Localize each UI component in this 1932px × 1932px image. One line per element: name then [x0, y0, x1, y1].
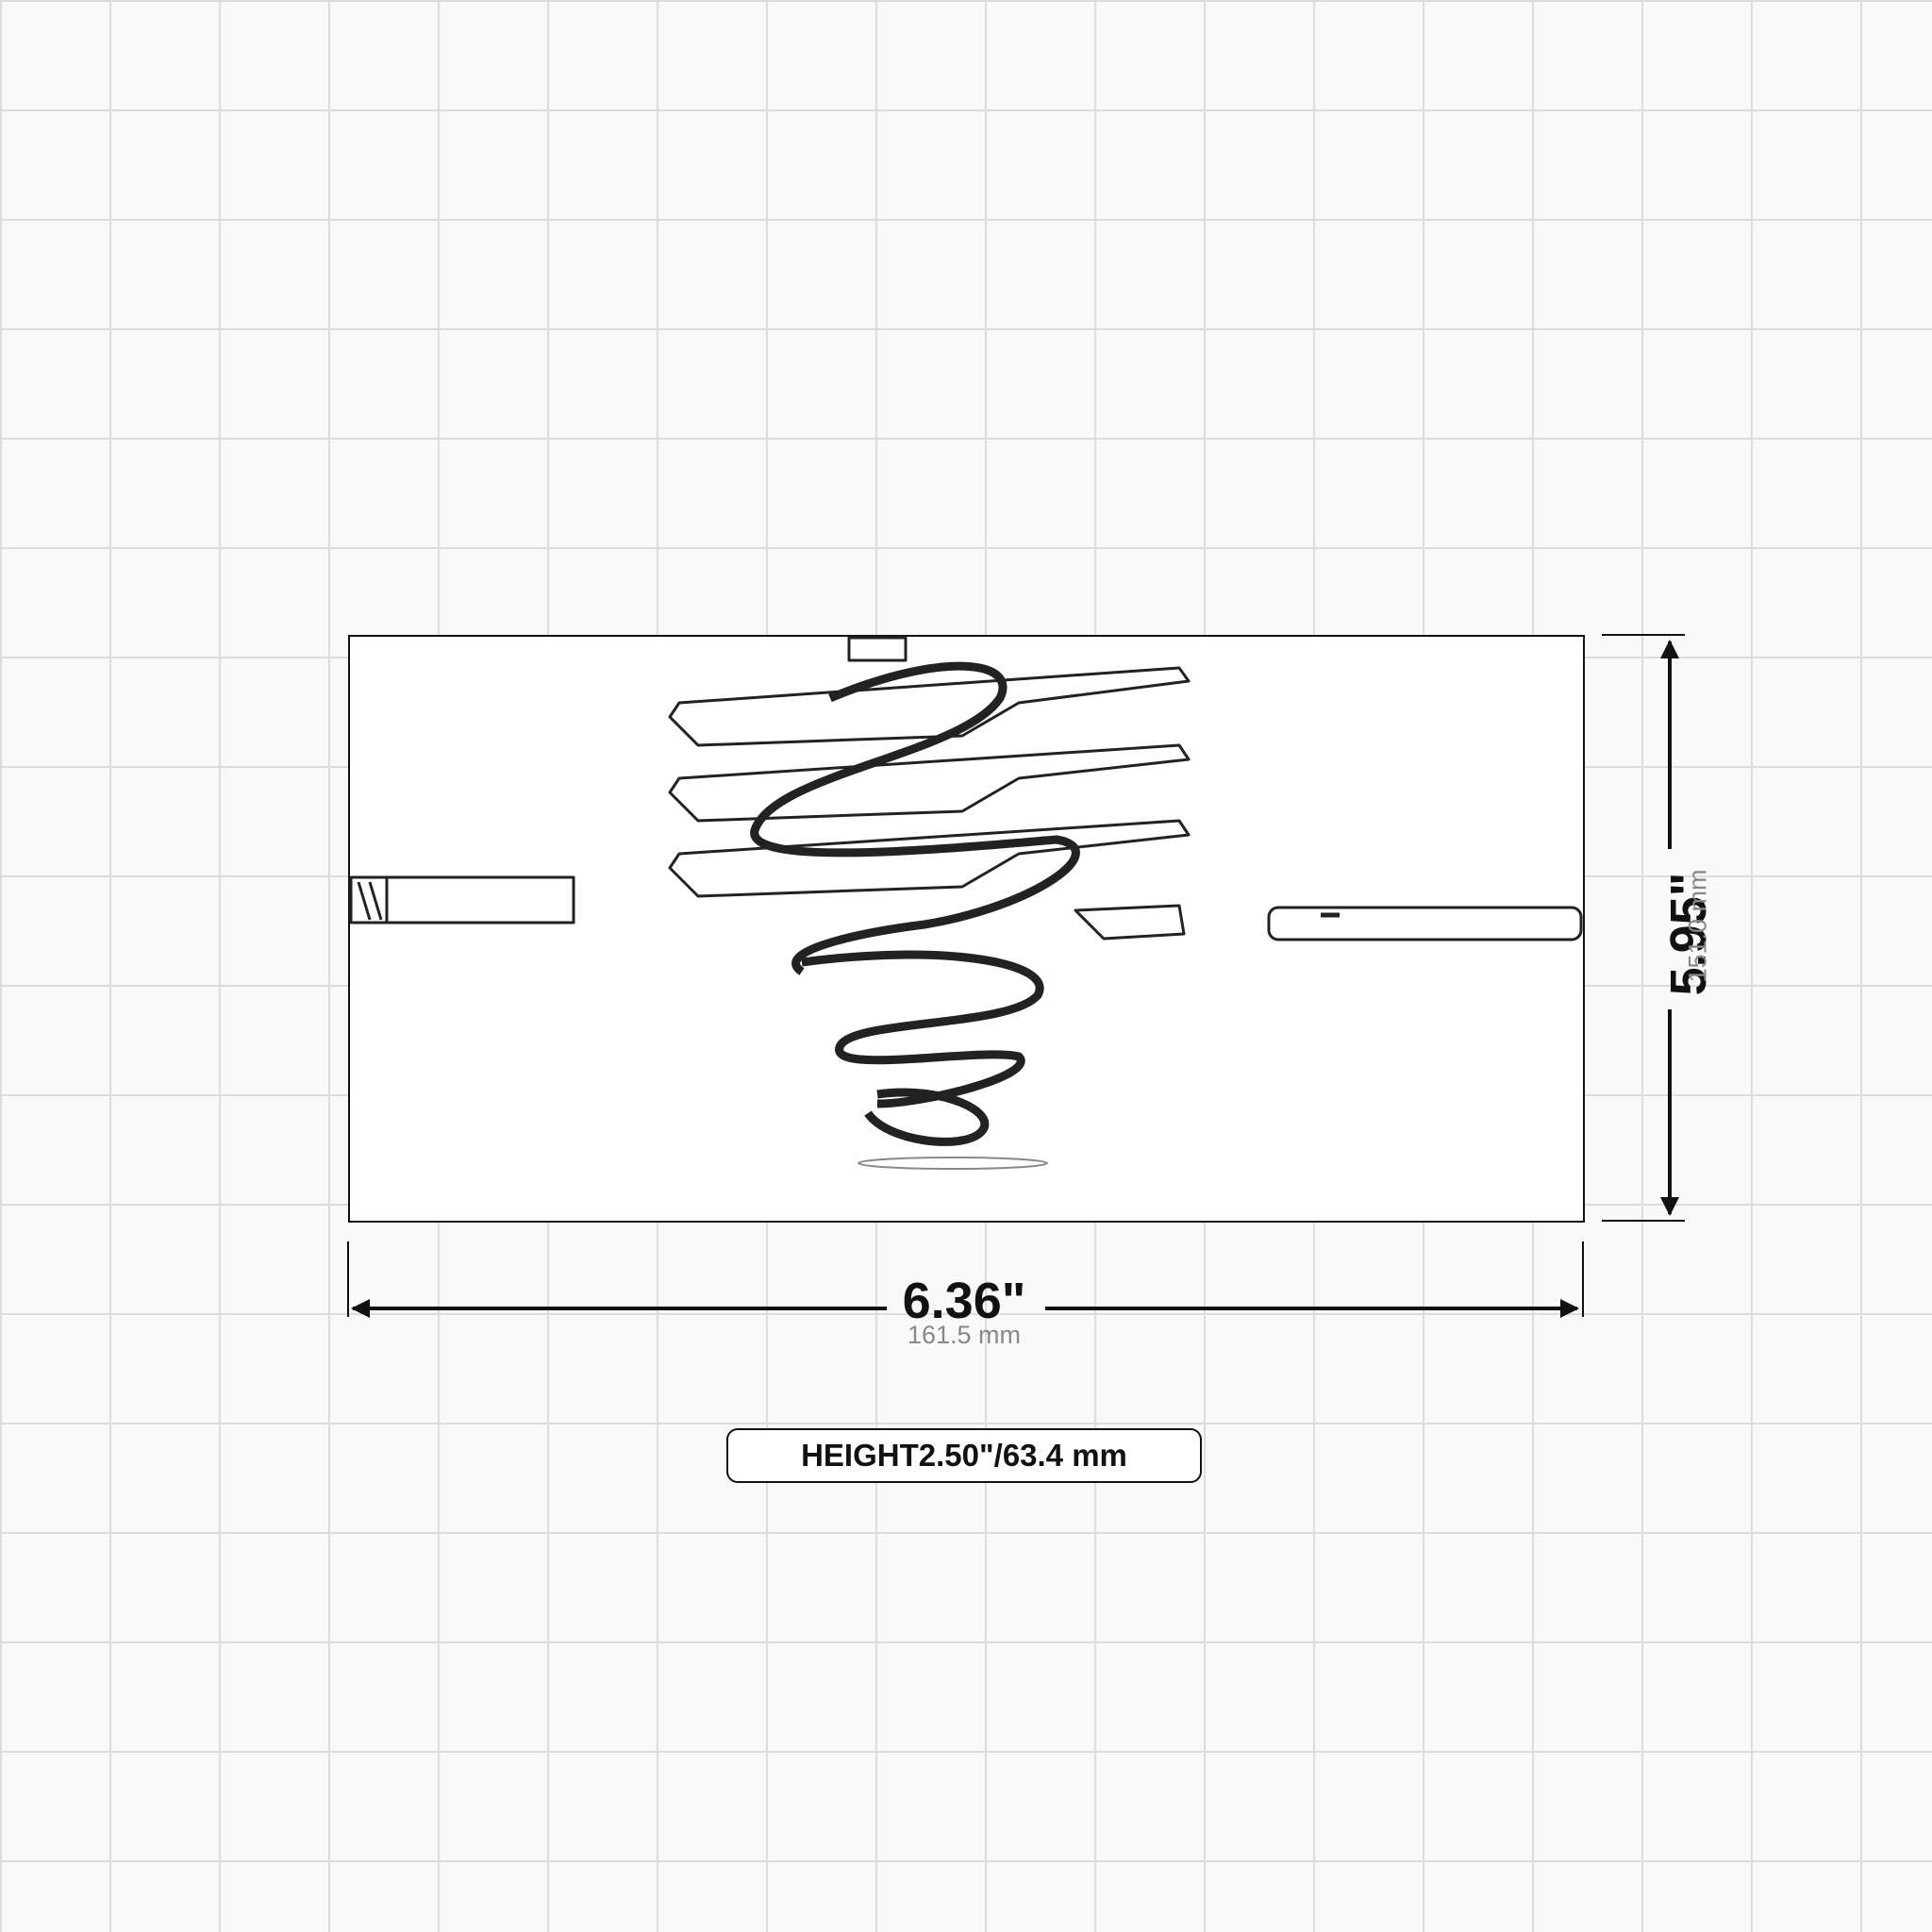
width-dimension-line: [347, 1241, 1584, 1318]
right-mount-bar: [1267, 906, 1583, 941]
height-badge: HEIGHT 2.50" / 63.4 mm: [726, 1428, 1202, 1483]
width-imperial-label: 6.36": [902, 1273, 1026, 1329]
upper-ring-stack: [668, 636, 1191, 941]
depth-dimension-line: [1602, 634, 1685, 1222]
helix-ribbon: [750, 661, 1080, 1146]
floor-shadow: [858, 1157, 1048, 1170]
depth-metric-label: 151.0 mm: [1683, 869, 1712, 983]
left-mount-bar: [349, 875, 575, 924]
height-imperial-value: 2.50": [918, 1438, 994, 1473]
width-metric-label: 161.5 mm: [907, 1321, 1022, 1349]
height-separator: /: [993, 1438, 1003, 1473]
height-label: HEIGHT: [801, 1438, 919, 1473]
product-sketch: [349, 636, 1583, 1170]
height-metric-value: 63.4 mm: [1002, 1438, 1127, 1473]
